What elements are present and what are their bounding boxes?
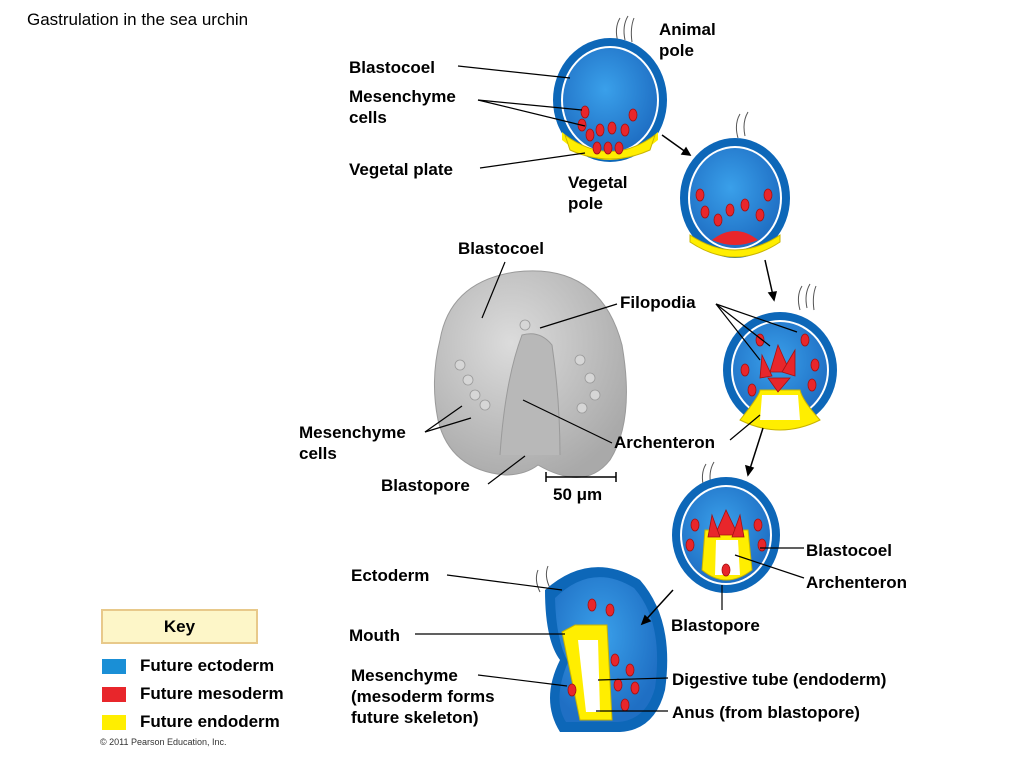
key-label-endoderm: Future endoderm (140, 712, 280, 731)
label-blastopore-1: Blastopore (381, 476, 470, 495)
label-vegetal-plate: Vegetal plate (349, 160, 453, 179)
label-mesenchyme-cells-2: Mesenchyme cells (299, 423, 406, 463)
stage-2-embryo (680, 111, 790, 258)
label-archenteron-2: Archenteron (806, 573, 908, 592)
cilia (615, 15, 635, 43)
label-blastocoel-1: Blastocoel (349, 58, 435, 77)
label-archenteron-1: Archenteron (614, 433, 716, 452)
label-mesenchyme-skeleton: Mesenchyme (mesoderm forms future skelet… (351, 666, 495, 727)
stage-arrows (640, 134, 777, 626)
label-animal-pole: Animal pole (659, 20, 716, 60)
leader-lines (415, 65, 805, 712)
label-ectoderm: Ectoderm (351, 566, 430, 585)
label-vegetal-pole: Vegetal pole (568, 173, 628, 213)
stage-3-embryo (723, 283, 837, 431)
copyright: © 2011 Pearson Education, Inc. (100, 737, 227, 747)
key-swatch-mesoderm (102, 687, 126, 702)
scale-bar (545, 472, 617, 482)
key-title: Key (101, 609, 258, 644)
label-scale: 50 μm (553, 485, 603, 504)
key-swatch-endoderm (102, 715, 126, 730)
stage-4-embryo (672, 461, 780, 593)
label-anus: Anus (from blastopore) (672, 703, 860, 722)
label-blastocoel-2: Blastocoel (458, 239, 544, 258)
label-mesenchyme-cells-1: Mesenchyme cells (349, 87, 456, 127)
label-mouth: Mouth (349, 626, 400, 645)
key-label-mesoderm: Future mesoderm (140, 684, 284, 703)
page-title: Gastrulation in the sea urchin (27, 10, 249, 29)
stage-5-embryo (535, 565, 668, 732)
label-blastopore-2: Blastopore (671, 616, 760, 635)
stage-1-embryo (553, 15, 667, 162)
label-digestive-tube: Digestive tube (endoderm) (672, 670, 887, 689)
label-filopodia: Filopodia (620, 293, 696, 312)
key-label-ectoderm: Future ectoderm (140, 656, 275, 675)
label-blastocoel-3: Blastocoel (806, 541, 892, 560)
micrograph (433, 270, 627, 482)
key-swatch-ectoderm (102, 659, 126, 674)
